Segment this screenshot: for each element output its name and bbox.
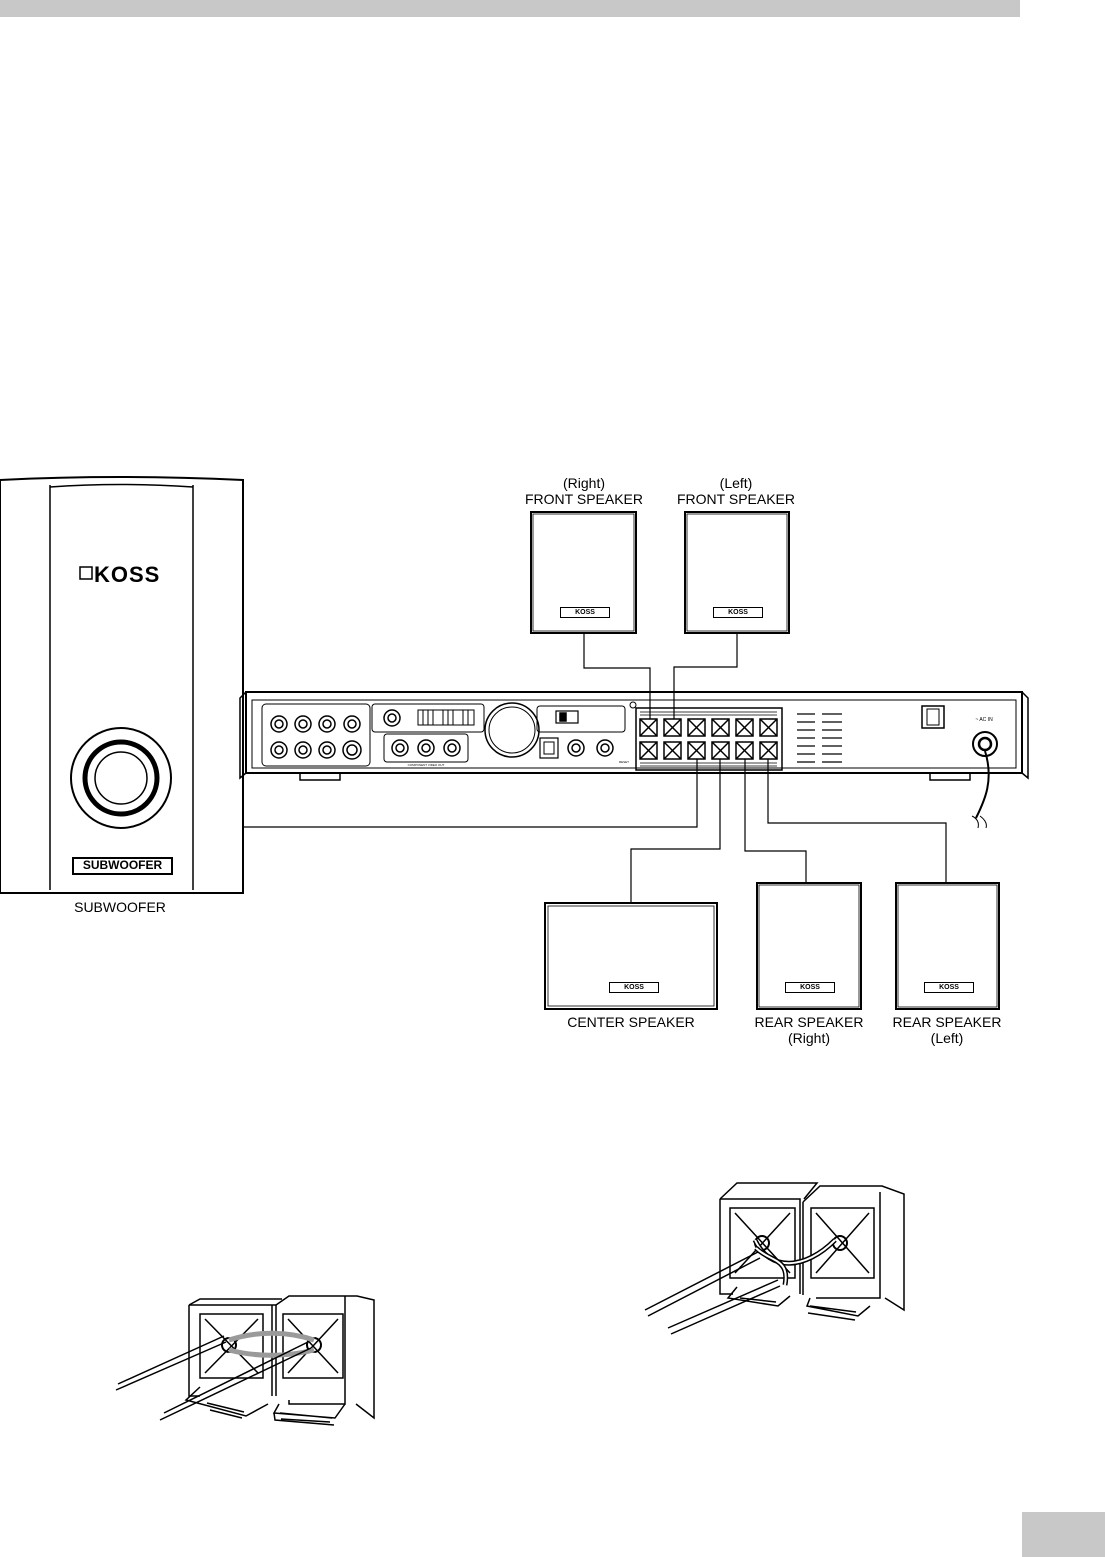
- component-video-label: COMPONENT VIDEO OUT: [407, 763, 445, 767]
- rear-right-label-line1: REAR SPEAKER: [754, 1014, 864, 1030]
- rear-left-label-line1: REAR SPEAKER: [892, 1014, 1002, 1030]
- subwoofer-logo-icon: [79, 566, 93, 580]
- center-wire: [630, 759, 721, 903]
- center-logo: KOSS: [609, 982, 659, 993]
- center-speaker: [544, 902, 718, 1010]
- reset-label: RESET: [618, 760, 629, 764]
- terminal-detail-pushed: [115, 1295, 375, 1426]
- subwoofer-logo: KOSS: [94, 562, 161, 587]
- subwoofer-wire: [243, 759, 698, 828]
- subwoofer-caption: SUBWOOFER: [74, 899, 166, 915]
- rear-right-wire: [744, 759, 807, 883]
- front-right-label-line2: FRONT SPEAKER: [525, 491, 643, 507]
- ac-in-label: ~ AC IN: [975, 717, 993, 723]
- header-bar: [0, 0, 1020, 17]
- front-left-logo: KOSS: [713, 607, 763, 618]
- receiver-rear-panel: [239, 691, 1029, 781]
- front-right-wire: [583, 633, 651, 719]
- front-right-label-line1: (Right): [562, 475, 605, 491]
- rear-left-logo: KOSS: [924, 982, 974, 993]
- ac-power-cord: [975, 750, 990, 819]
- front-left-label-line2: FRONT SPEAKER: [677, 491, 795, 507]
- subwoofer-cabinet: [0, 476, 244, 894]
- center-caption: CENTER SPEAKER: [567, 1014, 695, 1030]
- front-right-logo: KOSS: [560, 607, 610, 618]
- rear-left-wire: [767, 759, 947, 883]
- page-number-tab: [1022, 1512, 1105, 1557]
- rear-right-speaker: [756, 882, 862, 1010]
- front-left-label-line1: (Left): [719, 475, 753, 491]
- terminal-detail-wired: [644, 1182, 905, 1335]
- subwoofer-badge: SUBWOOFER: [72, 857, 173, 875]
- rear-right-logo: KOSS: [785, 982, 835, 993]
- rear-left-speaker: [895, 882, 1000, 1010]
- rear-left-label-line2: (Left): [930, 1030, 964, 1046]
- front-left-wire: [673, 633, 738, 719]
- rear-right-label-line2: (Right): [787, 1030, 830, 1046]
